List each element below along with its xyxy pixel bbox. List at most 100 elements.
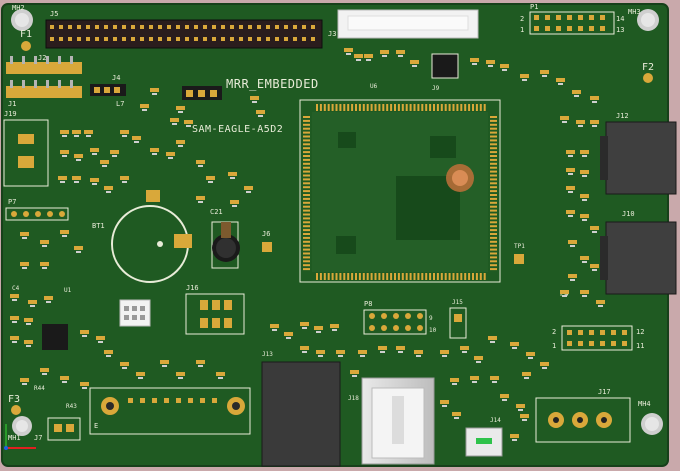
soc-pin	[370, 104, 373, 111]
j5-pin	[77, 37, 81, 41]
soc-pin	[316, 104, 318, 111]
p1-pin	[545, 26, 550, 31]
smd-body	[272, 329, 277, 331]
smd-pad	[572, 90, 581, 94]
soc-pin	[303, 240, 310, 243]
soc-pin	[355, 104, 357, 111]
smd-pad	[516, 404, 525, 408]
soc-pin	[327, 104, 330, 111]
j5-pin	[104, 25, 108, 29]
smd-body	[570, 279, 575, 281]
smd-pad	[580, 290, 589, 294]
smd-pad	[488, 336, 497, 340]
smd-pad	[300, 346, 309, 350]
j5-pin	[50, 37, 54, 41]
smd-body	[568, 155, 573, 157]
smd-body	[122, 135, 127, 137]
soc-pin	[490, 139, 497, 142]
smd-pad	[336, 350, 345, 354]
soc-pin	[366, 104, 369, 111]
label-r43: R43	[66, 403, 77, 410]
smd-body	[598, 305, 603, 307]
soc-pin	[475, 273, 478, 280]
soc-pin	[378, 273, 381, 280]
smd-pad	[270, 324, 279, 328]
header-pin	[46, 80, 49, 88]
mounting-hole-mh4	[641, 413, 663, 435]
connector-j19	[3, 119, 49, 187]
smd-pad	[354, 54, 363, 58]
smd-body	[30, 305, 35, 307]
p4-pin2: 2	[552, 328, 556, 336]
smd-pad	[196, 196, 205, 200]
smd-body	[542, 75, 547, 77]
smd-pad	[10, 316, 19, 320]
db-pin	[176, 398, 181, 403]
soc-pin	[440, 104, 443, 111]
soc-pin	[401, 273, 404, 280]
header-pin	[10, 56, 13, 64]
soc-pin	[303, 162, 310, 165]
soc-pin	[303, 151, 310, 154]
connector-j12	[600, 121, 677, 195]
smd-body	[490, 341, 495, 343]
smd-pad	[176, 140, 185, 144]
smd-pad	[44, 296, 53, 300]
smd-body	[442, 355, 447, 357]
p1-pin	[556, 15, 561, 20]
soc-pin	[303, 217, 310, 220]
smd-pad	[440, 350, 449, 354]
header-p4	[561, 325, 633, 351]
label-j9: J9	[432, 85, 440, 92]
p1-pin13: 13	[616, 26, 624, 34]
label-f3: F3	[8, 394, 20, 405]
soc-pin	[490, 155, 497, 157]
smd-body	[62, 135, 67, 137]
smd-pad	[316, 350, 325, 354]
j5-pin	[149, 37, 153, 41]
fpc-connector-j3	[337, 9, 479, 39]
soc-pin	[303, 170, 310, 173]
smd-pad	[28, 300, 37, 304]
smd-body	[76, 159, 81, 161]
j5-pin	[266, 37, 270, 41]
smd-body	[86, 135, 91, 137]
smd-body	[286, 337, 291, 339]
soc-pin	[303, 229, 310, 232]
db-pin	[188, 398, 193, 403]
soc-pin	[339, 104, 342, 111]
soc-pin	[323, 104, 326, 111]
smd-body	[568, 215, 573, 217]
smd-pad	[40, 368, 49, 372]
soc-pin	[331, 273, 334, 280]
soc-pin	[303, 182, 310, 185]
label-mh3: MH3	[628, 8, 641, 16]
header-j2	[6, 56, 82, 74]
soc-pin	[303, 143, 310, 146]
db-pin	[164, 398, 169, 403]
j5-pin	[95, 37, 99, 41]
soc-pin	[490, 264, 497, 267]
soc-pin	[303, 260, 310, 263]
smd-pad	[300, 322, 309, 326]
smd-pad	[120, 176, 129, 180]
smd-body	[152, 153, 157, 155]
smd-body	[558, 83, 563, 85]
j5-pin	[230, 37, 234, 41]
soc-pin	[490, 116, 497, 118]
soc-pin	[490, 194, 497, 196]
soc-pin	[490, 252, 497, 255]
j5-pin	[167, 25, 171, 29]
smd-body	[524, 377, 529, 379]
j5-pin	[239, 25, 243, 29]
smd-body	[454, 417, 459, 419]
p1-pin	[567, 26, 572, 31]
smd-body	[452, 383, 457, 385]
soc-pin	[401, 104, 404, 111]
smd-pad	[20, 232, 29, 236]
j5-pin	[221, 25, 225, 29]
smd-body	[302, 327, 307, 329]
soc-pin	[490, 244, 497, 247]
fiducial-f3	[11, 405, 21, 415]
